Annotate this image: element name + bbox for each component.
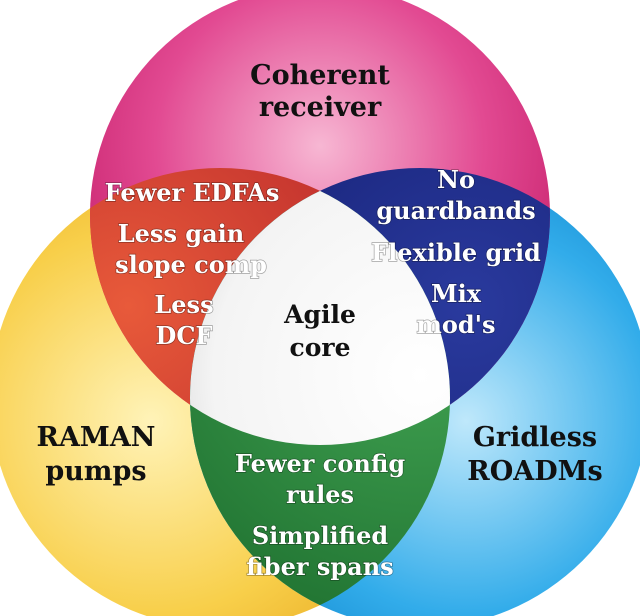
overlap-top-left-item: Fewer EDFAs — [105, 178, 280, 207]
overlap-top-right-item: mod's — [416, 310, 495, 339]
overlap-top-right-item: guardbands — [376, 196, 535, 225]
overlap-top-left-item: Less — [154, 290, 213, 319]
center-label-line1: Agile — [283, 300, 356, 329]
label-top-line1: Coherent — [250, 60, 390, 91]
label-right-line2: ROADMs — [467, 456, 602, 487]
label-left-line2: pumps — [45, 456, 146, 487]
overlap-top-right-item: Flexible grid — [371, 238, 541, 267]
overlap-left-right-item: rules — [286, 480, 354, 509]
overlap-left-right-item: Simplified — [252, 521, 389, 550]
overlap-top-left-item: DCF — [156, 321, 213, 350]
overlap-top-right-item: Mix — [431, 279, 482, 308]
overlap-top-left-item: slope comp — [115, 250, 267, 279]
label-left-line1: RAMAN — [37, 422, 156, 453]
center-label-line2: core — [290, 333, 351, 362]
overlap-top-right-item: No — [437, 165, 475, 194]
center-core — [190, 168, 450, 445]
label-right-line1: Gridless — [473, 422, 597, 453]
overlap-left-right-item: fiber spans — [246, 552, 393, 581]
label-top-line2: receiver — [259, 92, 382, 123]
overlap-left-right-item: Fewer config — [235, 449, 405, 478]
overlap-top-left-item: Less gain — [118, 219, 244, 248]
